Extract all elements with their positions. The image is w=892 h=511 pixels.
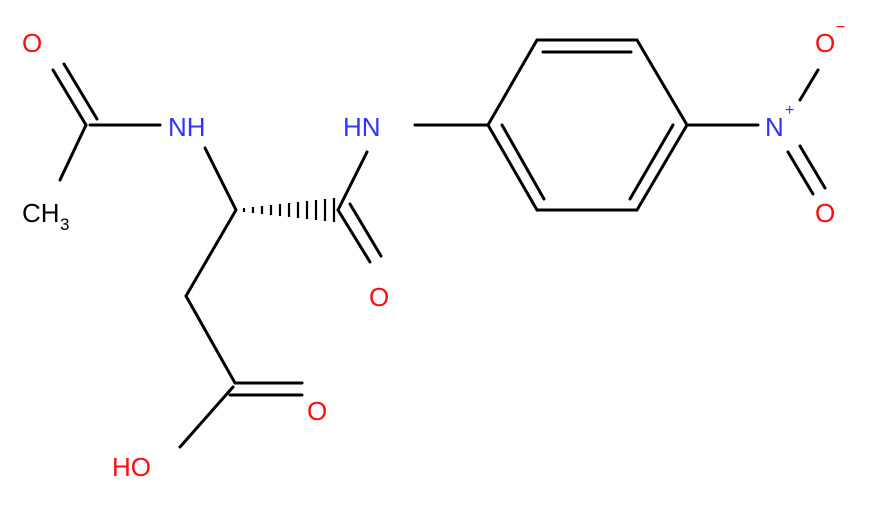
bond-amide-co-2 — [348, 202, 383, 258]
nitro-nitrogen-label: N — [765, 112, 784, 142]
ring-inner-right — [628, 123, 675, 201]
bond-amide-n — [336, 150, 369, 212]
bond-acetyl-co-1 — [51, 68, 88, 127]
bond-nitro-o-bottom-1 — [786, 150, 815, 196]
bond-n-alpha — [203, 146, 238, 212]
nitro-nitrogen-charge: + — [785, 102, 794, 119]
nitro-top-oxygen-charge: − — [836, 19, 845, 36]
hydroxyl-label: HO — [112, 452, 151, 482]
stereo-hash-bond — [242, 198, 336, 222]
bond-acetyl-ch3 — [58, 123, 88, 182]
nitro-bottom-oxygen-label: O — [815, 198, 835, 228]
acid-carbonyl-oxygen-label: O — [307, 396, 327, 426]
acetyl-oxygen-label: O — [22, 28, 42, 58]
bond-ch2-cooh — [184, 294, 237, 385]
bond-alpha-ch2 — [184, 208, 238, 298]
bond-acetyl-co-2 — [62, 62, 99, 121]
bond-nitro-o-top — [798, 68, 820, 102]
bonds — [51, 38, 827, 449]
left-nh-label: NH — [168, 112, 206, 142]
nitro-top-oxygen-label: O — [815, 28, 835, 58]
amide-oxygen-label: O — [369, 282, 389, 312]
benzene-ring — [486, 38, 689, 212]
bond-amide-co-1 — [336, 208, 372, 264]
methyl-label: CH — [22, 198, 60, 228]
bond-nitro-o-bottom-2 — [798, 144, 827, 190]
right-nh-label: HN — [343, 112, 381, 142]
bond-cooh-oh — [178, 385, 235, 449]
methyl-subscript: 3 — [60, 215, 69, 234]
ring-inner-left — [500, 123, 546, 201]
